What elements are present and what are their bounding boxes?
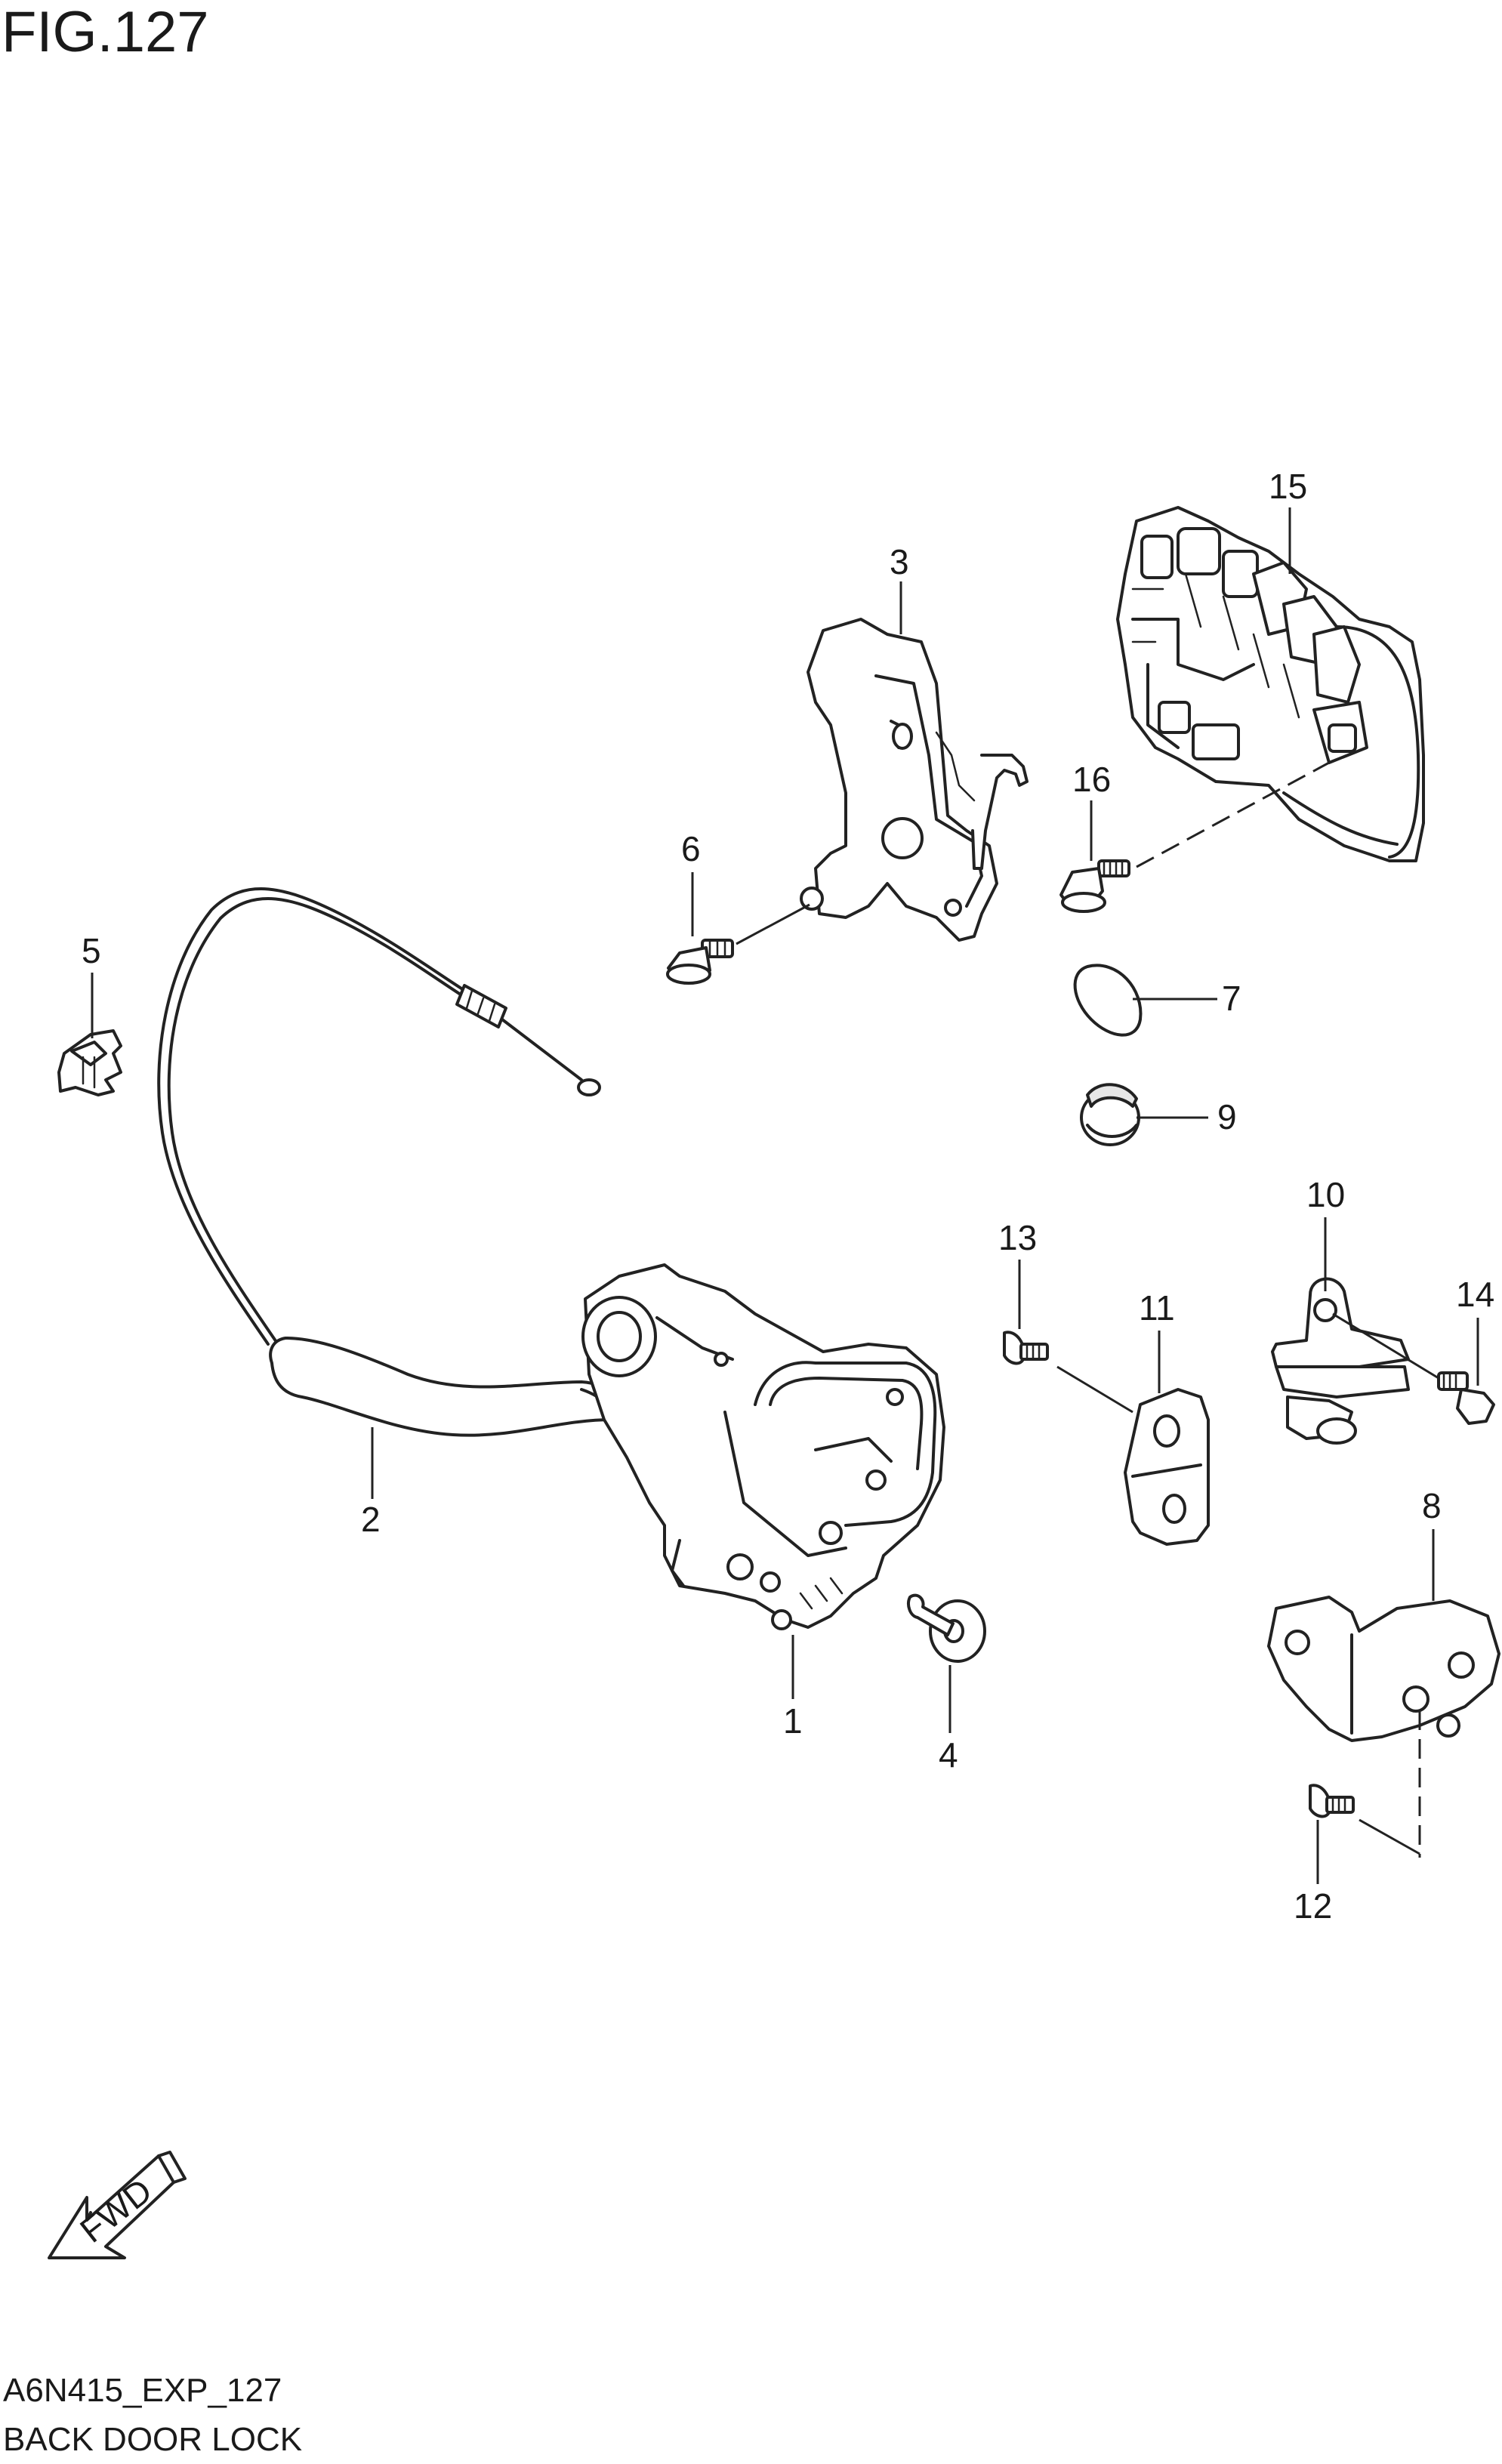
- part-12-screw[interactable]: [1309, 1784, 1355, 1818]
- callout-4: 4: [939, 1735, 958, 1775]
- callout-9: 9: [1217, 1097, 1237, 1136]
- figure-code: A6N415_EXP_127: [3, 2372, 282, 2409]
- part-10-striker[interactable]: [1271, 1277, 1410, 1445]
- part-1-door-lock[interactable]: [581, 1263, 945, 1630]
- callout-15: 15: [1269, 467, 1307, 506]
- fwd-arrow-icon: FWD: [48, 2151, 187, 2259]
- callout-11: 11: [1139, 1288, 1175, 1328]
- callout-8: 8: [1422, 1486, 1442, 1525]
- part-13-screw[interactable]: [1003, 1331, 1049, 1365]
- part-2-cable[interactable]: [157, 887, 643, 1451]
- part-4-washer[interactable]: [907, 1593, 986, 1663]
- callout-10: 10: [1306, 1175, 1345, 1214]
- part-16-bolt[interactable]: [1059, 859, 1130, 913]
- part-15-handle-assembly[interactable]: [1116, 506, 1425, 862]
- callout-6: 6: [681, 829, 701, 868]
- callout-1: 1: [783, 1701, 803, 1741]
- callout-3: 3: [890, 542, 909, 581]
- part-3-bracket[interactable]: [800, 618, 1029, 942]
- callout-7: 7: [1222, 979, 1241, 1018]
- part-14-bolt[interactable]: [1437, 1371, 1495, 1425]
- part-7-plug[interactable]: [1073, 964, 1143, 1037]
- callout-13: 13: [998, 1218, 1037, 1257]
- part-8-bracket[interactable]: [1267, 1596, 1500, 1742]
- part-6-bolt[interactable]: [666, 939, 734, 985]
- part-9-grommet[interactable]: [1080, 1083, 1140, 1146]
- callout-14: 14: [1456, 1275, 1494, 1314]
- part-5-clip[interactable]: [57, 1029, 122, 1096]
- callout-2: 2: [361, 1500, 381, 1539]
- figure-title: FIG.127: [2, 0, 209, 64]
- part-11-shim[interactable]: [1124, 1388, 1210, 1546]
- figure-name: BACK DOOR LOCK: [3, 2421, 302, 2458]
- callout-5: 5: [82, 931, 101, 970]
- callout-12: 12: [1294, 1886, 1332, 1926]
- callout-16: 16: [1072, 760, 1111, 799]
